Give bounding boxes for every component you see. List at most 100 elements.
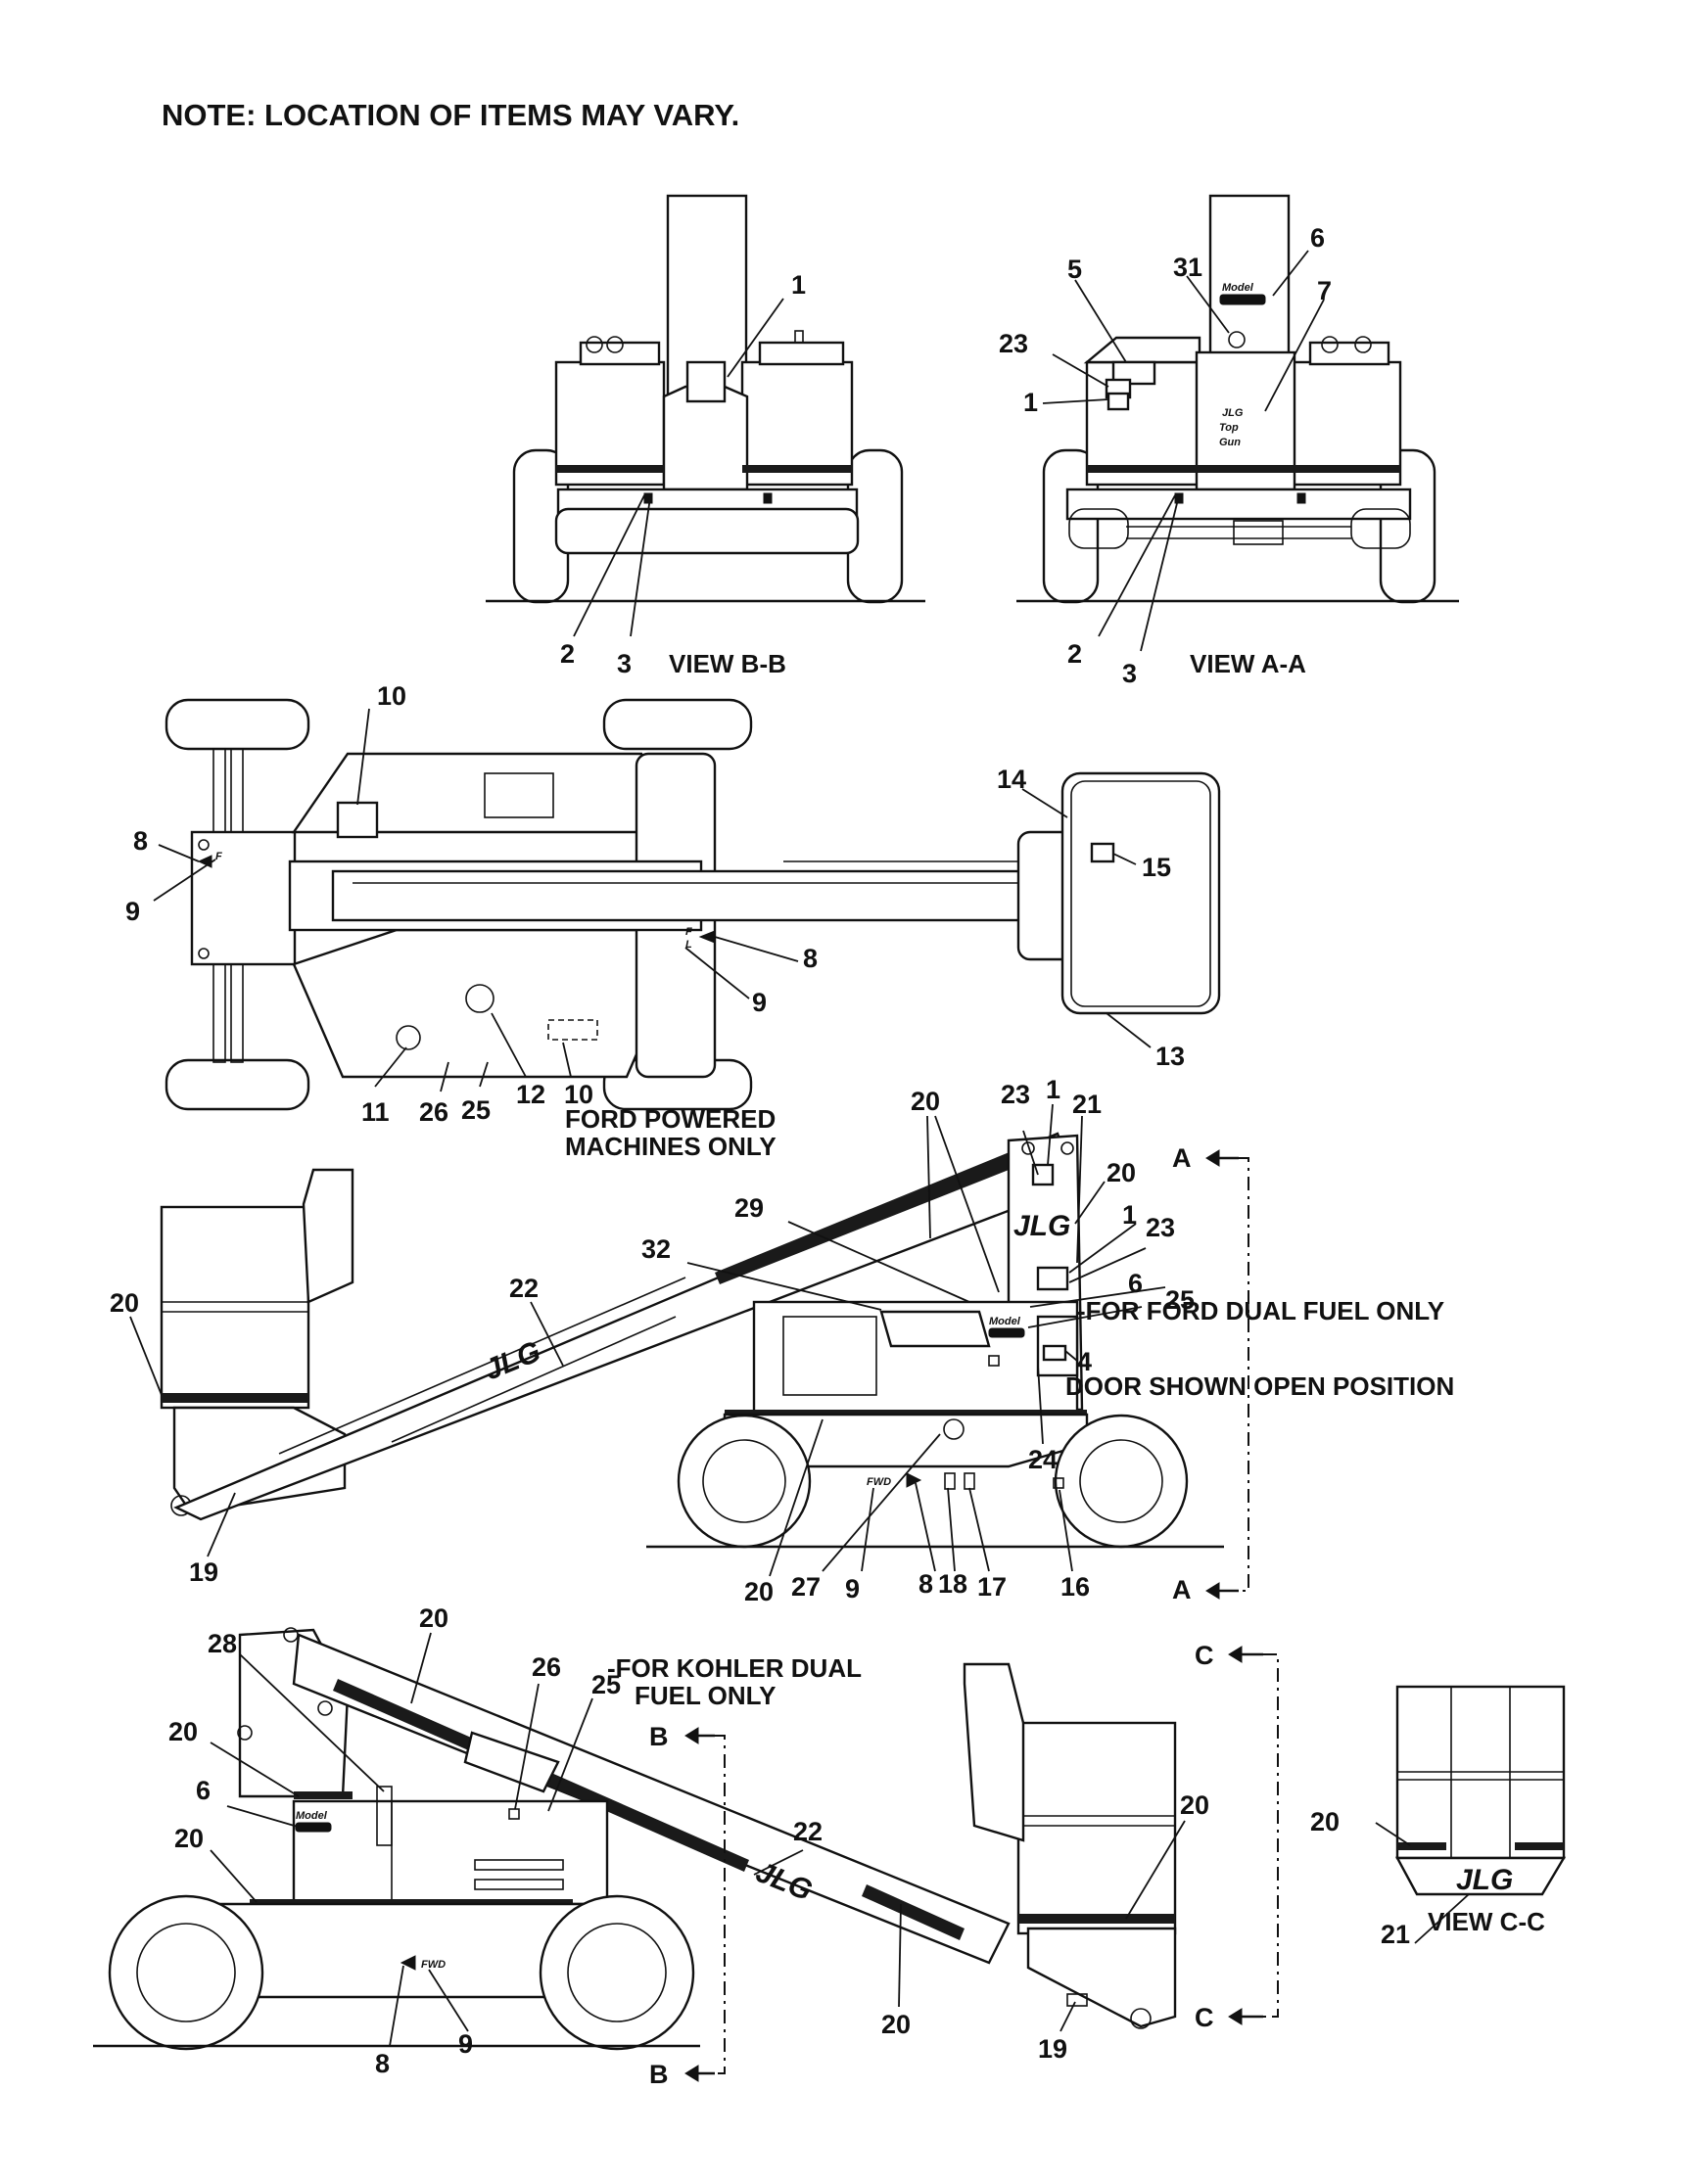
callout-19: 19 xyxy=(189,1557,218,1587)
decal-1-bb xyxy=(685,360,727,403)
kohler-note-1: -FOR KOHLER DUAL xyxy=(607,1653,862,1683)
callout-8: 8 xyxy=(375,2049,390,2078)
callout-4: 4 xyxy=(1077,1347,1092,1376)
section-b-top: B xyxy=(649,1722,669,1751)
section-a-top: A xyxy=(1172,1143,1192,1173)
callout-2: 2 xyxy=(560,639,575,669)
callout-1b: 1 xyxy=(1122,1200,1137,1230)
section-a-bottom: A xyxy=(1172,1575,1192,1604)
location-note: NOTE: LOCATION OF ITEMS MAY VARY. xyxy=(162,98,739,132)
decal-1-aa xyxy=(1106,392,1130,411)
callout-9: 9 xyxy=(458,2029,473,2059)
basket-mount-1 xyxy=(172,1406,347,1514)
callout-20: 20 xyxy=(911,1087,940,1116)
callout-25: 25 xyxy=(591,1670,621,1699)
callout-24: 24 xyxy=(1028,1445,1058,1474)
callout-20c: 20 xyxy=(174,1824,204,1853)
callout-21: 21 xyxy=(1381,1920,1410,1949)
svg-text:JLG: JLG xyxy=(1222,407,1244,419)
callout-21: 21 xyxy=(1072,1090,1102,1119)
basket-rear-base xyxy=(1394,1856,1567,1896)
ford-dual-fuel-note: -FOR FORD DUAL FUEL ONLY xyxy=(1077,1296,1444,1325)
callout-26: 26 xyxy=(419,1097,448,1127)
section-c-top: C xyxy=(1195,1641,1214,1670)
view-aa: Model JLG Top Gun 31 6 5 7 23 1 2 xyxy=(999,194,1459,688)
basket-1 xyxy=(160,1205,310,1410)
callout-13: 13 xyxy=(1155,1042,1185,1071)
decal-6-aa xyxy=(1219,294,1266,305)
decal-6-s1 xyxy=(988,1327,1025,1338)
section-c-bottom: C xyxy=(1195,2003,1214,2032)
section-b-bottom: B xyxy=(649,2060,669,2089)
top-view: F F L 10 8 9 14 15 8 9 13 11 26 25 12 10… xyxy=(125,681,1221,1161)
callout-8b: 8 xyxy=(803,944,818,973)
jlg-logo-cc: JLG xyxy=(1456,1864,1513,1896)
callout-6: 6 xyxy=(1310,223,1325,253)
svg-text:F: F xyxy=(685,926,692,938)
decal-6-s2 xyxy=(295,1822,332,1833)
lower-cover xyxy=(292,928,678,1079)
engine-body-2 xyxy=(292,1799,609,1906)
decal-1-s1b xyxy=(1036,1266,1069,1291)
callout-6: 6 xyxy=(1128,1269,1143,1298)
side-view-2: JLG Model FWD xyxy=(93,1603,1279,2089)
decal-19-2 xyxy=(1066,1993,1088,2007)
callout-11: 11 xyxy=(361,1097,390,1127)
callout-25: 25 xyxy=(461,1095,491,1125)
callout-26: 26 xyxy=(532,1652,561,1682)
callout-8: 8 xyxy=(133,826,148,856)
basket-2 xyxy=(1016,1721,1177,1935)
callout-10: 10 xyxy=(377,681,406,711)
kohler-note-2: FUEL ONLY xyxy=(635,1681,776,1710)
callout-1: 1 xyxy=(1023,388,1038,417)
decal-5 xyxy=(1111,360,1156,386)
callout-29: 29 xyxy=(734,1193,764,1223)
side-view-1: JLG JLG Model FWD xyxy=(110,1075,1454,1606)
door-open-note: DOOR SHOWN OPEN POSITION xyxy=(1065,1371,1454,1401)
callout-20c: 20 xyxy=(110,1288,139,1318)
decal-26-s2 xyxy=(508,1808,520,1820)
decal-15 xyxy=(1090,842,1115,863)
callout-19: 19 xyxy=(1038,2034,1067,2064)
callout-27: 27 xyxy=(791,1572,821,1602)
decal-1-s1a xyxy=(1031,1163,1055,1186)
callout-20d: 20 xyxy=(744,1577,774,1606)
callout-20: 20 xyxy=(419,1603,448,1633)
svg-text:Model: Model xyxy=(989,1316,1021,1327)
callout-25: 25 xyxy=(1165,1285,1195,1315)
callout-5: 5 xyxy=(1067,255,1082,284)
svg-text:F: F xyxy=(215,851,222,862)
callout-3: 3 xyxy=(1122,659,1137,688)
callout-2: 2 xyxy=(1067,639,1082,669)
callout-18: 18 xyxy=(938,1569,967,1599)
callout-8: 8 xyxy=(918,1569,933,1599)
callout-1: 1 xyxy=(791,270,806,300)
view-bb-caption: VIEW B-B xyxy=(669,649,786,678)
view-cc: JLG 20 21 VIEW C-C xyxy=(1310,1685,1567,1949)
callout-15: 15 xyxy=(1142,853,1171,882)
callout-10b: 10 xyxy=(564,1080,593,1109)
callout-12: 12 xyxy=(516,1080,545,1109)
callout-9: 9 xyxy=(845,1574,860,1603)
callout-23: 23 xyxy=(999,329,1028,358)
ford-note-2: MACHINES ONLY xyxy=(565,1132,777,1161)
ford-note-1: FORD POWERED xyxy=(565,1104,776,1134)
callout-32: 32 xyxy=(641,1234,671,1264)
decal-17 xyxy=(964,1472,975,1490)
callout-20b: 20 xyxy=(168,1717,198,1746)
callout-6: 6 xyxy=(196,1776,211,1805)
decal-16 xyxy=(1053,1477,1064,1489)
platform-top xyxy=(1060,771,1221,1015)
rear-frame xyxy=(190,830,297,966)
callout-16: 16 xyxy=(1060,1572,1090,1602)
decal-25-s1 xyxy=(988,1355,1000,1367)
callout-9: 9 xyxy=(125,897,140,926)
svg-text:FWD: FWD xyxy=(421,1959,446,1971)
callout-23b: 23 xyxy=(1146,1213,1175,1242)
callout-3: 3 xyxy=(617,649,632,678)
boom-2 xyxy=(292,1633,1011,1965)
callout-20d: 20 xyxy=(1180,1790,1209,1820)
callout-20: 20 xyxy=(1310,1807,1340,1836)
callout-23: 23 xyxy=(1001,1080,1030,1109)
svg-text:Model: Model xyxy=(1222,282,1254,294)
